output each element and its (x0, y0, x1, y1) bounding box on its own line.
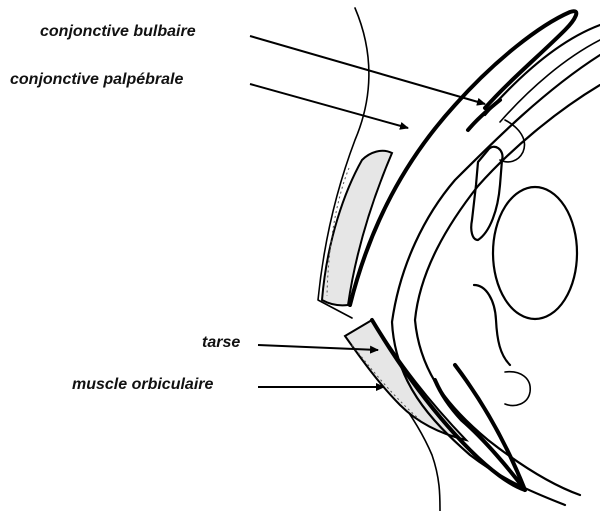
pointer-conjonctive-palpebrale (250, 84, 408, 128)
label-tarse: tarse (202, 334, 240, 351)
lower-lid-margin (455, 365, 525, 490)
label-conjonctive-bulbaire: conjonctive bulbaire (40, 23, 196, 40)
ciliary-lower (505, 372, 530, 406)
lens (493, 187, 577, 319)
cornea-outer (485, 25, 600, 115)
label-conjonctive-palpebrale: conjonctive palpébrale (10, 71, 183, 88)
ciliary-upper (500, 120, 524, 162)
label-muscle-orbiculaire: muscle orbiculaire (72, 376, 213, 393)
lower-tarsus (345, 320, 466, 440)
